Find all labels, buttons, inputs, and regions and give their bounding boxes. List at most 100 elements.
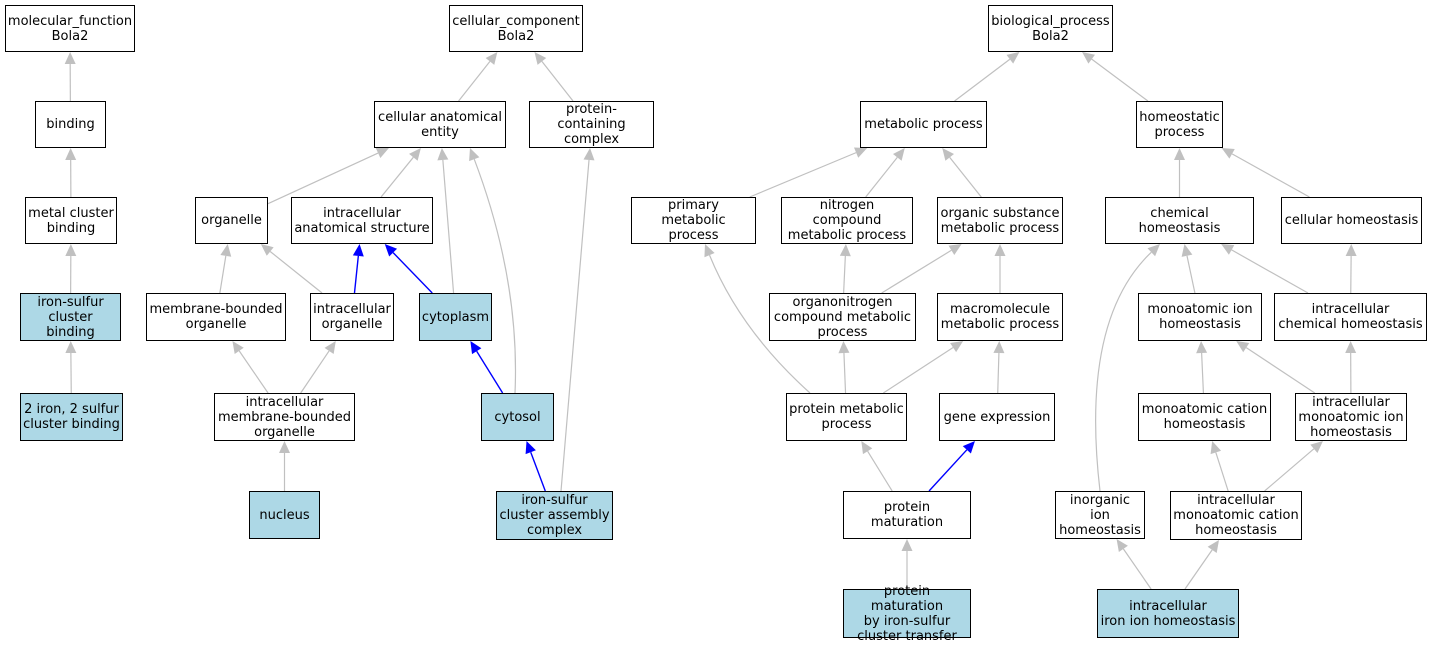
edge-monoch-to-monoh — [1196, 341, 1208, 394]
edge-protmp-to-pmp — [704, 244, 811, 394]
edge-io-to-organelle — [260, 244, 323, 294]
go-term-monoch: monoatomic cation homeostasis — [1138, 393, 1271, 441]
edge-cytosol-to-cae — [469, 148, 517, 394]
edge-binding-to-mf — [64, 52, 76, 102]
edge-monoh-to-chemh-line — [1186, 255, 1196, 294]
go-term-monoh: monoatomic ion homeostasis — [1138, 293, 1262, 341]
edge-imbo-to-io-line — [300, 350, 330, 394]
edge-pcc-to-cc-arrowhead — [534, 52, 547, 65]
edge-oncmp-to-osmp — [881, 244, 962, 294]
edge-io-to-ias-arrowhead — [352, 244, 364, 257]
go-term-fe2s2: 2 iron, 2 sulfur cluster binding — [20, 393, 123, 441]
edge-imih-to-monoh — [1236, 341, 1316, 394]
edge-ncmp-to-metab-line — [865, 157, 898, 198]
edge-inorg-to-chemh-line — [1095, 251, 1152, 492]
edge-iih-to-imch-arrowhead — [1207, 540, 1219, 553]
edge-ichemh-to-chemh — [1221, 244, 1309, 294]
go-term-pcc: protein-containing complex — [529, 101, 654, 148]
edge-inorg-to-chemh — [1095, 244, 1160, 492]
go-term-organelle: organelle — [195, 197, 268, 244]
edge-protmp-to-oncmp-line — [843, 352, 847, 394]
edge-oncmp-to-osmp-arrowhead — [948, 244, 962, 255]
edge-pmp-to-metab-arrowhead — [854, 147, 868, 158]
edge-cytosol-to-cytoplasm-arrowhead — [470, 341, 482, 355]
edge-mmp-to-osmp-arrowhead — [994, 244, 1006, 256]
edge-ichemh-to-chemh-arrowhead — [1221, 244, 1235, 255]
edge-imch-to-imih — [1264, 441, 1323, 492]
go-term-imch: intracellular monoatomic cation homeosta… — [1170, 491, 1302, 540]
edge-binding-to-mf-arrowhead — [64, 52, 76, 65]
go-term-iih: intracellular iron ion homeostasis — [1097, 589, 1239, 638]
edge-cae-to-cc — [458, 52, 498, 102]
edge-cytoplasm-to-ias-arrowhead — [384, 244, 398, 257]
edge-fesac-to-cytosol — [525, 441, 546, 492]
go-term-ichemh: intracellular chemical homeostasis — [1274, 293, 1427, 341]
edge-nucleus-to-imbo — [279, 441, 290, 491]
go-term-cc: cellular_component Bola2 — [449, 5, 583, 52]
go-term-pmp: primary metabolic process — [631, 197, 756, 244]
go-term-oncmp: organonitrogen compound metabolic proces… — [769, 293, 916, 341]
edge-imbo-to-io — [300, 341, 336, 394]
edge-oncmp-to-ncmp-line — [843, 255, 846, 294]
edge-iih-to-imch — [1184, 540, 1219, 590]
edge-imch-to-monoch-line — [1215, 452, 1229, 492]
edge-metab-to-bp-arrowhead — [1006, 52, 1020, 64]
edge-fesac-to-cytosol-arrowhead — [525, 441, 536, 455]
edge-protmp-to-oncmp-arrowhead — [838, 341, 850, 354]
edge-organelle-to-cae-arrowhead — [375, 148, 389, 159]
edge-fes-to-metal — [65, 244, 77, 294]
edge-imbo-to-mbo-line — [238, 350, 269, 394]
edge-osmp-to-metab-line — [949, 157, 982, 198]
edge-cytoplasm-to-ias — [384, 244, 433, 294]
edge-fes-to-metal-arrowhead — [65, 244, 77, 257]
edge-fesac-to-pcc-line — [560, 159, 590, 492]
go-term-homeo: homeostatic process — [1136, 101, 1223, 148]
go-term-imih: intracellular monoatomic ion homeostasis — [1295, 393, 1407, 441]
edge-homeo-to-bp-line — [1091, 58, 1149, 102]
edge-protmp-to-mmp-line — [883, 347, 954, 394]
go-term-nucleus: nucleus — [249, 491, 320, 539]
go-term-fesac: iron-sulfur cluster assembly complex — [496, 491, 613, 540]
edge-protmp-to-mmp — [883, 341, 964, 394]
go-term-imbo: intracellular membrane-bounded organelle — [214, 393, 355, 441]
go-term-io: intracellular organelle — [310, 293, 394, 341]
edge-pmat-to-gexp-arrowhead — [962, 441, 975, 454]
go-term-metal: metal cluster binding — [25, 197, 117, 244]
edge-fe2s2-to-fes — [65, 341, 77, 394]
edge-cytoplasm-to-cae-line — [442, 159, 455, 294]
edge-gexp-to-mmp-line — [997, 352, 1000, 394]
go-term-ncmp: nitrogen compound metabolic process — [781, 197, 913, 244]
go-term-mf: molecular_function Bola2 — [5, 5, 135, 52]
edge-cellh-to-homeo-line — [1231, 153, 1310, 198]
edge-cellh-to-homeo-arrowhead — [1221, 148, 1235, 159]
edge-iih-to-inorg-line — [1122, 548, 1152, 590]
edge-organelle-to-cae — [267, 148, 389, 205]
go-term-inorg: inorganic ion homeostasis — [1055, 491, 1145, 539]
edge-io-to-ias-line — [353, 255, 360, 294]
edge-io-to-ias — [352, 244, 364, 294]
go-term-bp: biological_process Bola2 — [988, 5, 1113, 52]
edge-pmatfes-to-pmat-arrowhead — [901, 539, 913, 551]
edge-imch-to-imih-arrowhead — [1310, 441, 1323, 453]
edge-cae-to-cc-line — [458, 61, 491, 102]
edge-metab-to-bp-line — [954, 58, 1011, 102]
go-term-cae: cellular anatomical entity — [374, 101, 506, 148]
go-term-osmp: organic substance metabolic process — [937, 197, 1063, 244]
edge-pmatfes-to-pmat — [901, 539, 913, 589]
edge-metab-to-bp — [954, 52, 1020, 102]
edge-monoch-to-monoh-line — [1201, 352, 1205, 394]
edge-io-to-organelle-arrowhead — [260, 244, 274, 256]
edge-cellh-to-homeo — [1221, 148, 1310, 198]
edge-osmp-to-metab — [942, 148, 982, 198]
edge-pcc-to-cc — [534, 52, 574, 102]
go-term-mmp: macromolecule metabolic process — [937, 293, 1063, 341]
edge-gexp-to-mmp — [993, 341, 1005, 394]
edge-pmat-to-gexp-line — [928, 449, 968, 492]
edge-cae-to-cc-arrowhead — [485, 52, 498, 65]
go-term-binding: binding — [35, 101, 106, 148]
edge-metal-to-binding-arrowhead — [65, 148, 77, 161]
edge-fe2s2-to-fes-arrowhead — [65, 341, 77, 354]
go-term-protmp: protein metabolic process — [786, 393, 907, 441]
edge-cytoplasm-to-ias-line — [392, 252, 433, 294]
